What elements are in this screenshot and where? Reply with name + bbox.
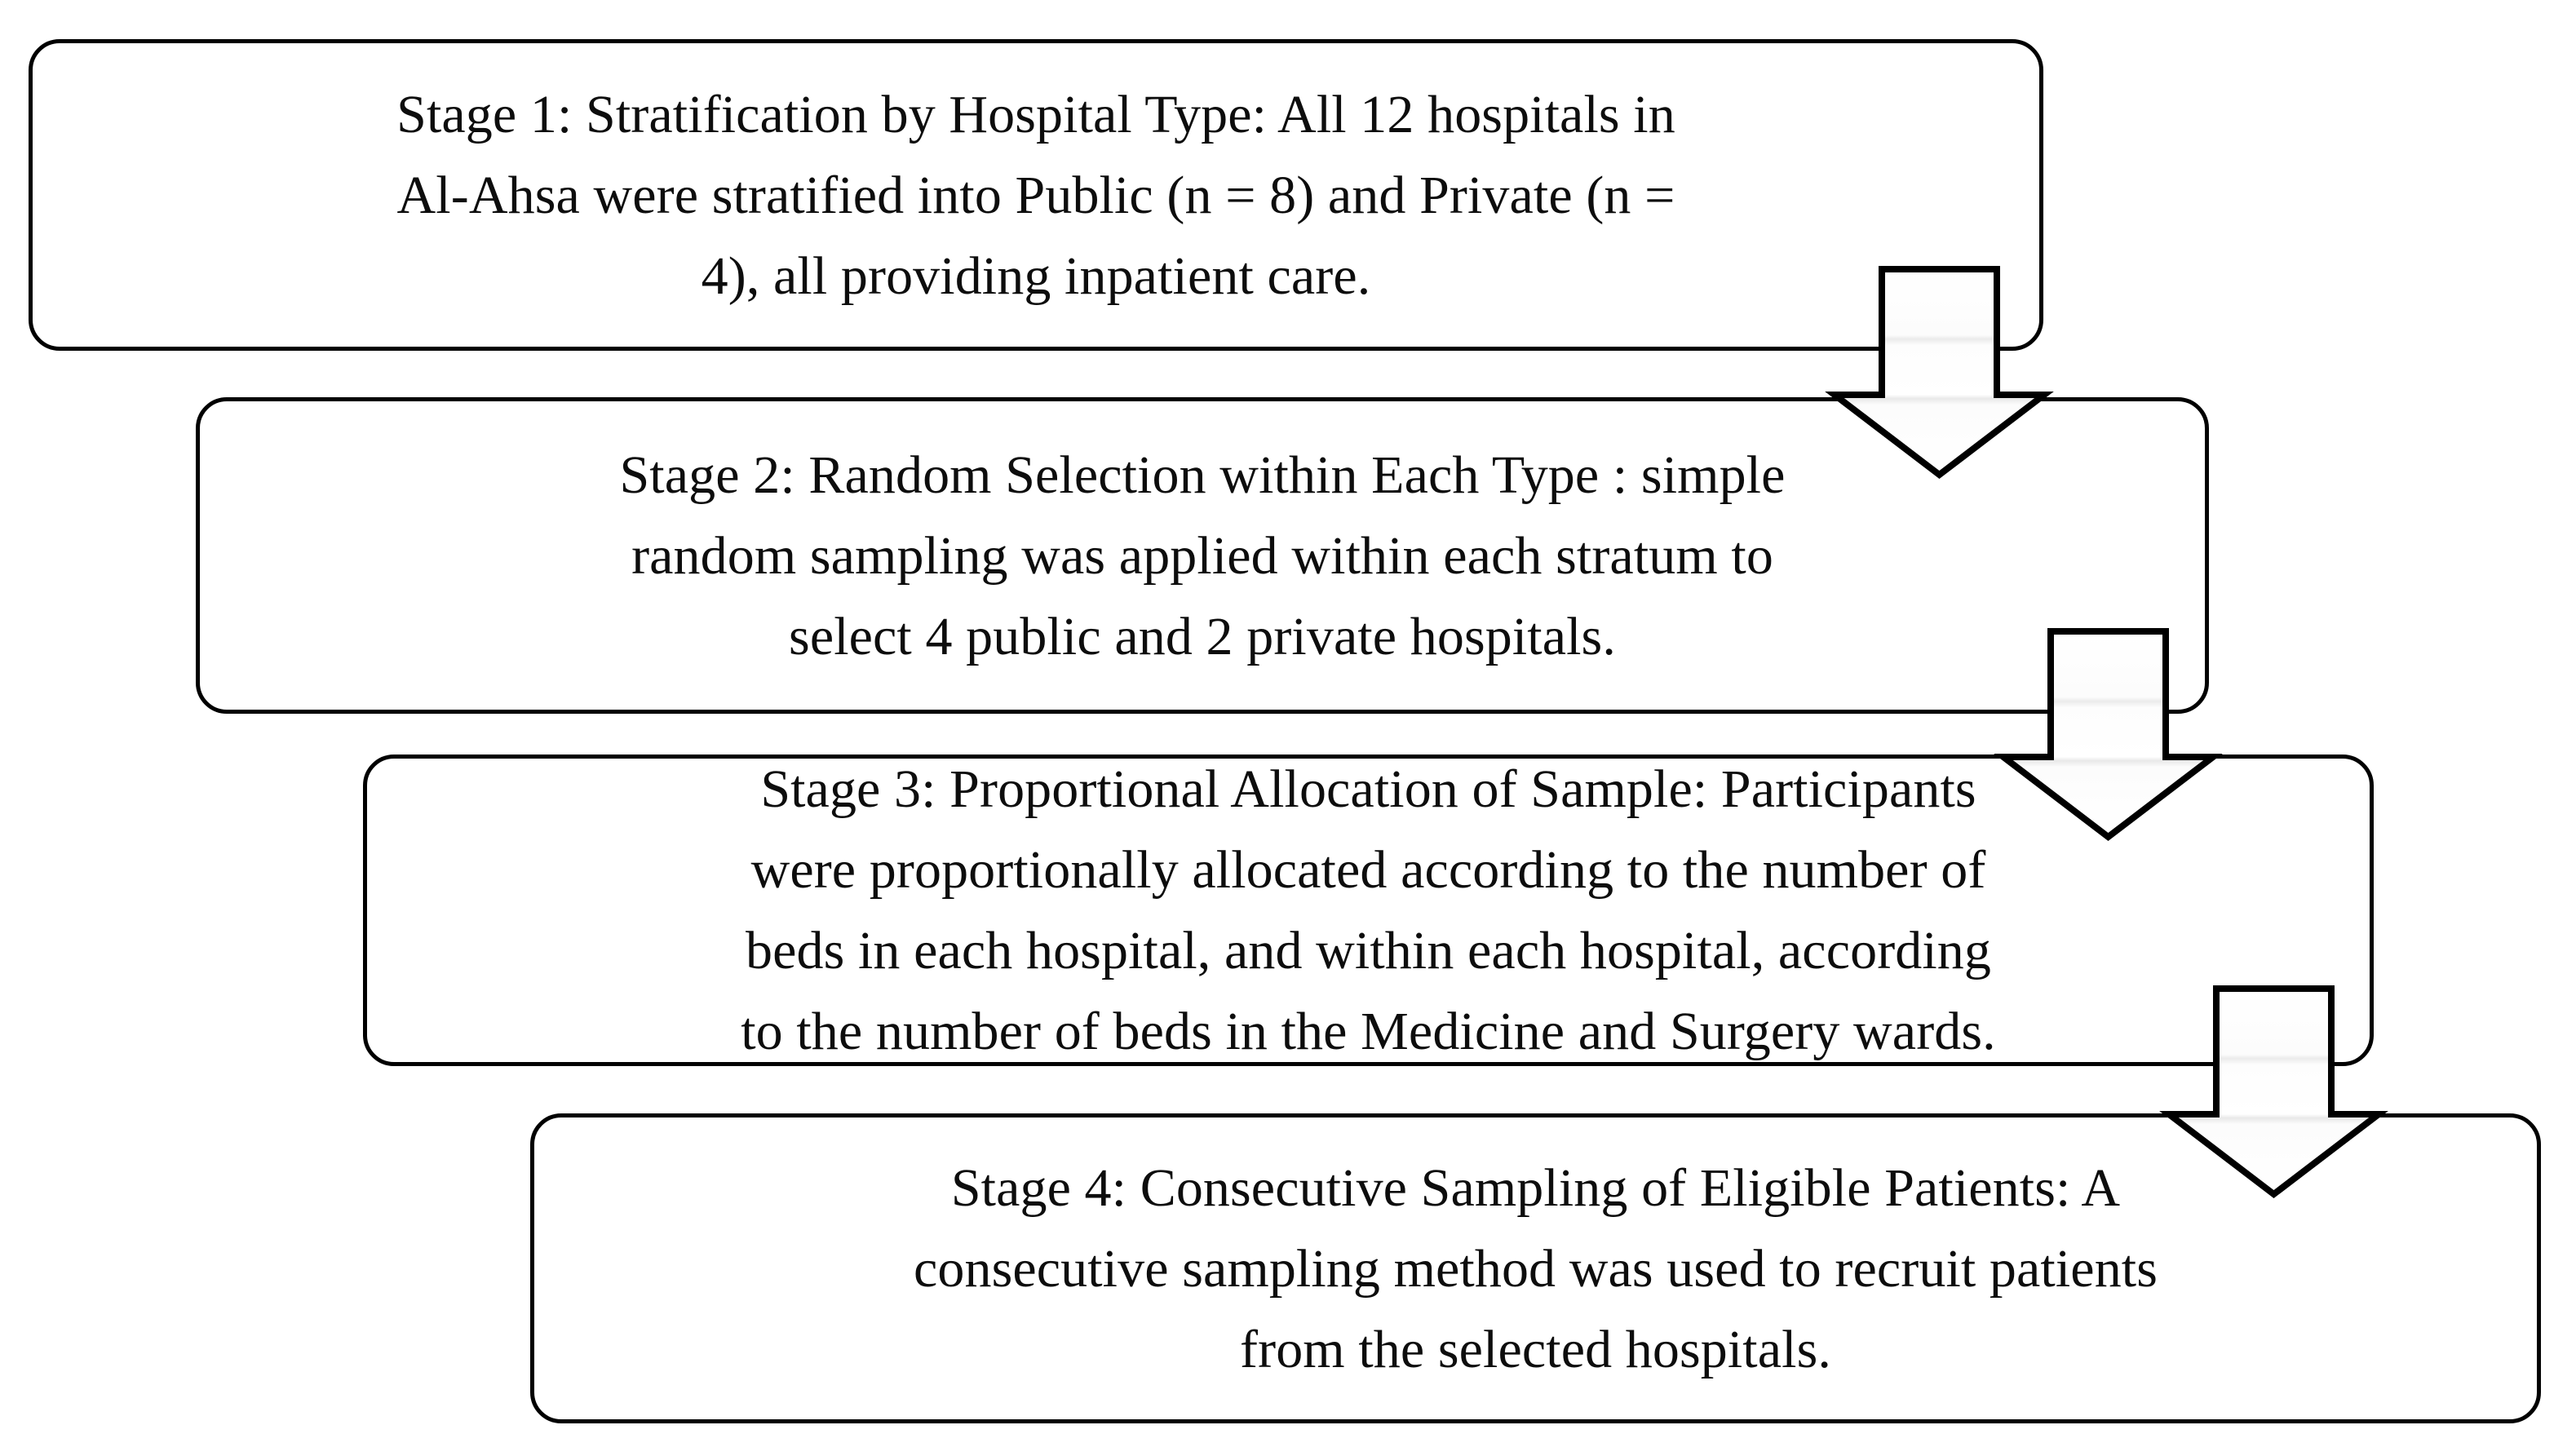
stage-3-text: Stage 3: Proportional Allocation of Samp…	[741, 759, 1996, 1061]
stage-box-2[interactable]: Stage 2: Random Selection within Each Ty…	[196, 397, 2209, 714]
stage-4-text: Stage 4: Consecutive Sampling of Eligibl…	[913, 1157, 2158, 1379]
stage-box-3[interactable]: Stage 3: Proportional Allocation of Samp…	[363, 755, 2374, 1066]
arrow-down-icon-stage1-to-stage2	[1825, 266, 2054, 480]
stage-1-text: Stage 1: Stratification by Hospital Type…	[396, 84, 1675, 306]
stage-box-4[interactable]: Stage 4: Consecutive Sampling of Eligibl…	[530, 1113, 2541, 1423]
arrow-down-icon-stage2-to-stage3	[1994, 628, 2223, 842]
stage-2-text: Stage 2: Random Selection within Each Ty…	[619, 445, 1786, 666]
stage-box-1[interactable]: Stage 1: Stratification by Hospital Type…	[29, 39, 2043, 351]
arrow-down-icon-stage3-to-stage4	[2159, 985, 2388, 1199]
